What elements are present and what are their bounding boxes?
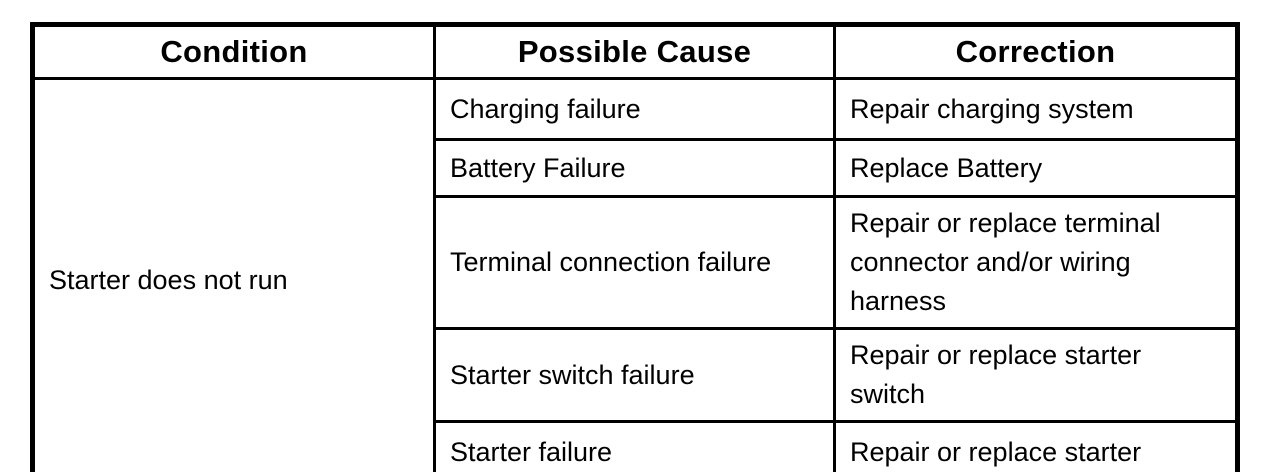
condition-cell: Starter does not run: [31, 77, 436, 472]
cause-cell: Starter switch failure: [433, 327, 836, 423]
correction-cell: Repair or replace starter switch: [833, 327, 1239, 423]
table-row: Battery Failure Replace Battery: [33, 138, 1239, 198]
table-row: Starter does not run Charging failure Re…: [31, 77, 1239, 472]
table-row: Starter failure Repair or replace starte…: [33, 420, 1239, 472]
table-row: Terminal connection failure Repair or re…: [33, 195, 1239, 330]
correction-cell: Repair or replace terminal connector and…: [833, 195, 1239, 330]
table-row: Starter switch failure Repair or replace…: [33, 327, 1239, 423]
troubleshooting-table: Condition Possible Cause Correction Star…: [30, 22, 1240, 472]
cause-cell: Battery Failure: [433, 138, 836, 198]
column-header-correction: Correction: [833, 23, 1239, 80]
correction-cell: Repair or replace starter: [833, 420, 1239, 472]
header-row: Condition Possible Cause Correction: [31, 23, 1239, 80]
cause-cell: Terminal connection failure: [433, 195, 836, 330]
cause-cell: Starter failure: [433, 420, 836, 472]
correction-cell: Repair charging system: [833, 77, 1239, 141]
correction-cell: Replace Battery: [833, 138, 1239, 198]
column-header-possible-cause: Possible Cause: [433, 23, 836, 80]
column-header-condition: Condition: [31, 23, 436, 80]
cause-cell: Charging failure: [433, 77, 836, 141]
